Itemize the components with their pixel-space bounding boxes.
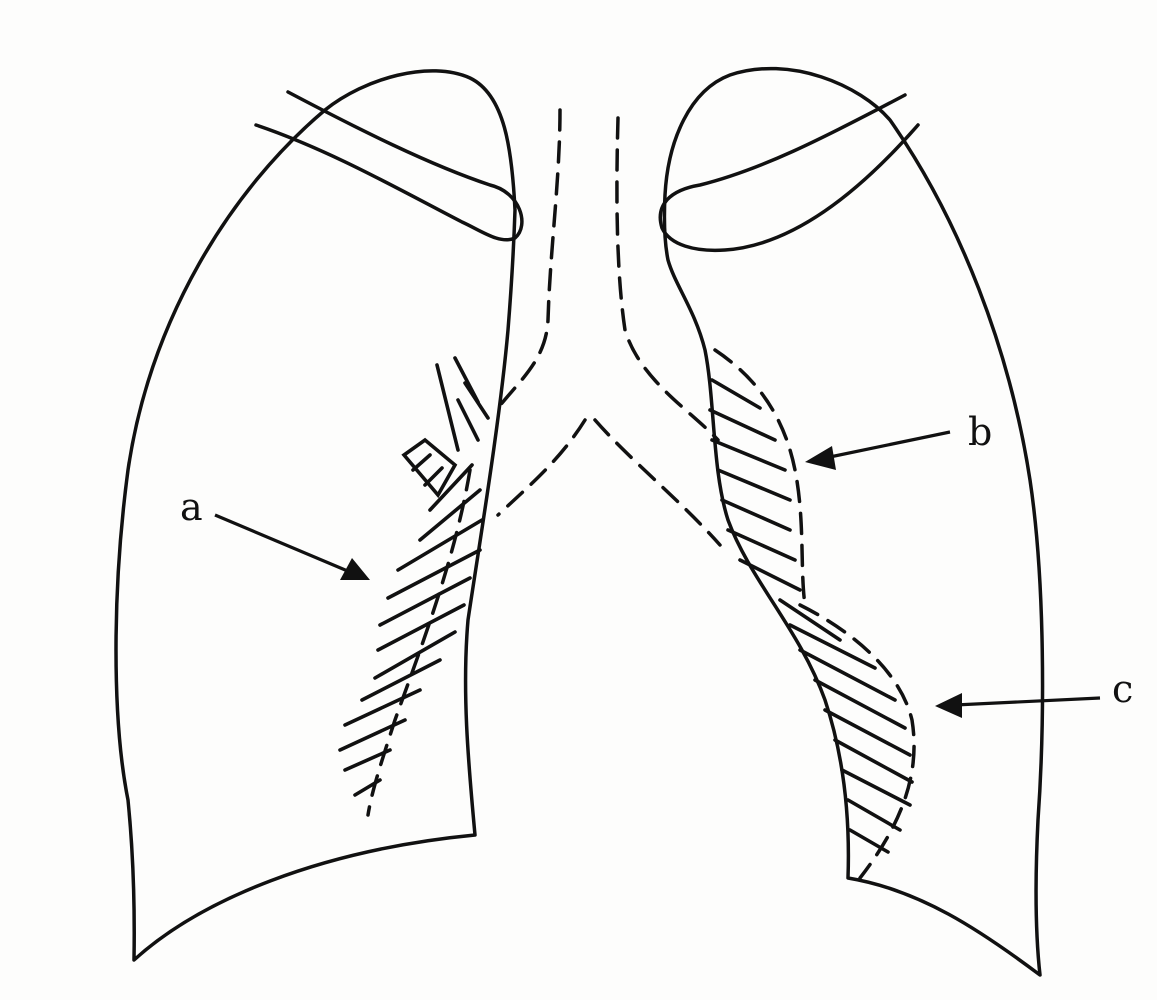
left-clavicle bbox=[658, 93, 920, 253]
region-b-outer-border bbox=[713, 348, 807, 607]
label-a: a bbox=[180, 485, 203, 529]
right-lung-outline bbox=[114, 69, 517, 962]
label-b: b bbox=[968, 410, 992, 454]
region-c-outer-border bbox=[798, 603, 916, 880]
left-lung-outline bbox=[662, 66, 1045, 977]
trachea-right-wall bbox=[496, 108, 562, 410]
annotation-c: c bbox=[935, 667, 1133, 718]
annotation-a: a bbox=[180, 485, 370, 580]
hatched-region-c bbox=[778, 598, 914, 854]
annotation-b: b bbox=[805, 410, 992, 470]
hatched-region-b bbox=[708, 378, 802, 592]
right-main-bronchus bbox=[496, 418, 587, 517]
label-c: c bbox=[1112, 667, 1133, 711]
left-main-bronchus bbox=[593, 418, 722, 547]
region-a-lower-border bbox=[366, 468, 472, 817]
hatched-region-a bbox=[338, 356, 490, 797]
trachea-left-wall bbox=[615, 116, 720, 442]
right-clavicle bbox=[254, 90, 524, 242]
